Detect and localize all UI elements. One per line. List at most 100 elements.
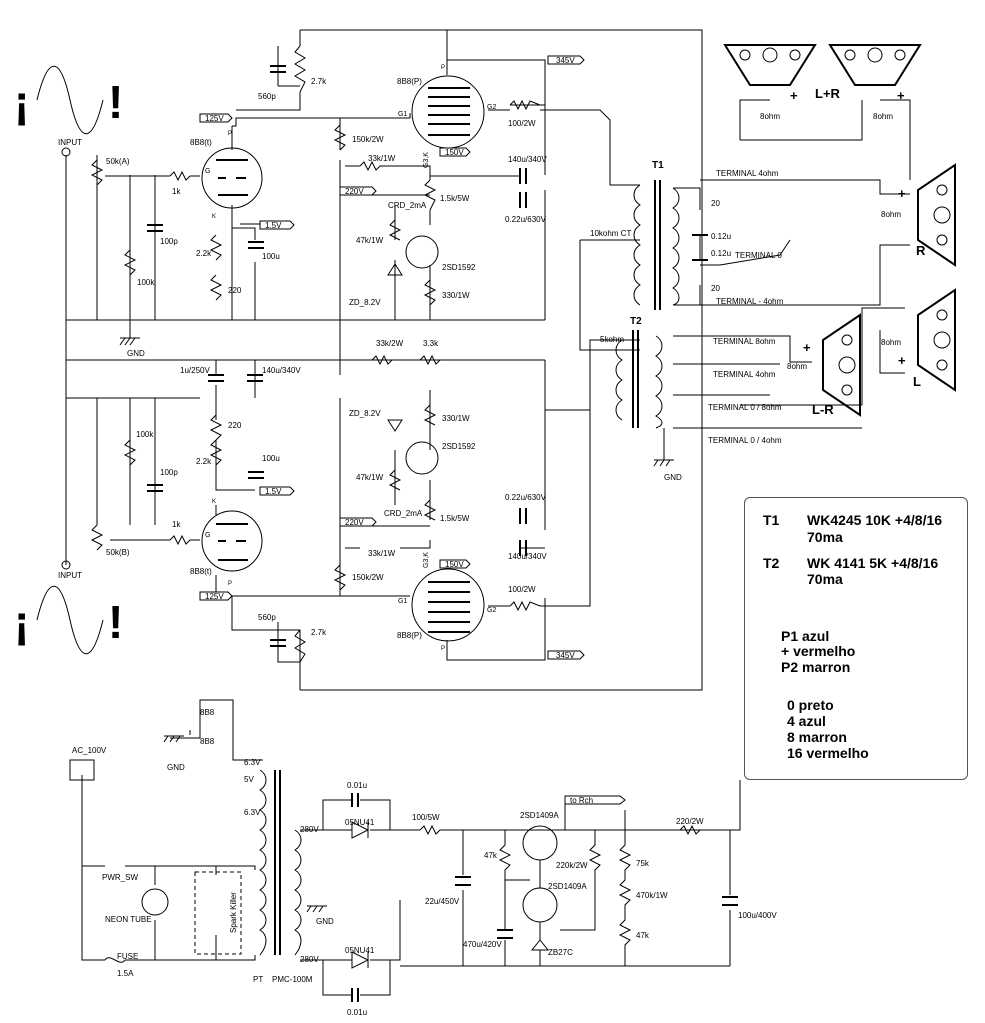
svg-text:150k/2W: 150k/2W bbox=[352, 135, 384, 144]
svg-text:5V: 5V bbox=[244, 775, 254, 784]
svg-text:2.7k: 2.7k bbox=[311, 77, 327, 86]
svg-text:TERMINAL 0: TERMINAL 0 bbox=[735, 251, 782, 260]
svg-text:TERMINAL 0 / 4ohm: TERMINAL 0 / 4ohm bbox=[708, 436, 782, 445]
legend-color-16: 16 vermelho bbox=[787, 745, 869, 761]
svg-text:T1: T1 bbox=[652, 160, 664, 171]
svg-text:TERMINAL - 4ohm: TERMINAL - 4ohm bbox=[716, 297, 784, 306]
v345-bottom: 345V bbox=[556, 651, 575, 660]
svg-text:47k: 47k bbox=[636, 931, 650, 940]
inverted-exclamation-bottom: ¡ bbox=[14, 596, 29, 648]
svg-text:47k/1W: 47k/1W bbox=[356, 236, 384, 245]
exclamation-top: ! bbox=[108, 76, 123, 128]
svg-text:75k: 75k bbox=[636, 859, 650, 868]
svg-text:G: G bbox=[205, 168, 210, 175]
svg-text:NEON TUBE: NEON TUBE bbox=[105, 915, 152, 924]
svg-text:ZD_8.2V: ZD_8.2V bbox=[349, 298, 381, 307]
svg-text:0.12u: 0.12u bbox=[711, 232, 731, 241]
legend-t1-ma: 70ma bbox=[807, 529, 843, 545]
svg-text:TERMINAL 4ohm: TERMINAL 4ohm bbox=[716, 169, 779, 178]
svg-text:1u/250V: 1u/250V bbox=[180, 366, 210, 375]
svg-text:INPUT: INPUT bbox=[58, 138, 82, 147]
svg-text:100k: 100k bbox=[136, 430, 154, 439]
svg-text:+: + bbox=[897, 88, 905, 103]
svg-text:CRD_2mA: CRD_2mA bbox=[388, 201, 427, 210]
svg-text:8ohm: 8ohm bbox=[881, 210, 901, 219]
svg-text:P: P bbox=[228, 131, 232, 137]
svg-text:2SD1592: 2SD1592 bbox=[442, 442, 476, 451]
svg-text:0.12u: 0.12u bbox=[711, 249, 731, 258]
svg-text:8B8(t): 8B8(t) bbox=[190, 138, 212, 147]
svg-text:140u/340V: 140u/340V bbox=[508, 155, 547, 164]
svg-text:1.5A: 1.5A bbox=[117, 969, 134, 978]
svg-text:L+R: L+R bbox=[815, 86, 841, 101]
svg-text:8B8: 8B8 bbox=[200, 708, 215, 717]
v220-top: 220V bbox=[345, 187, 364, 196]
top-channel-components: INPUT 50k(A) 1k 100p 100k GND 2.7k 560p … bbox=[58, 45, 547, 358]
svg-text:05NU41: 05NU41 bbox=[345, 946, 375, 955]
svg-text:Spark Killer: Spark Killer bbox=[229, 892, 238, 933]
transformer-t2: T2 5kohm TERMINAL 8ohm TERMINAL 4ohm TER… bbox=[600, 316, 782, 482]
svg-text:1.5k/5W: 1.5k/5W bbox=[440, 514, 470, 523]
svg-text:GND: GND bbox=[664, 473, 682, 482]
svg-text:1k: 1k bbox=[172, 520, 181, 529]
svg-text:330/1W: 330/1W bbox=[442, 291, 470, 300]
legend-color-8: 8 marron bbox=[787, 729, 847, 745]
svg-text:TERMINAL 8ohm: TERMINAL 8ohm bbox=[713, 337, 776, 346]
svg-text:R: R bbox=[916, 243, 926, 258]
svg-text:8B8: 8B8 bbox=[200, 737, 215, 746]
svg-text:05NU41: 05NU41 bbox=[345, 818, 375, 827]
svg-text:2SD1409A: 2SD1409A bbox=[520, 811, 559, 820]
transformer-legend: T1 WK4245 10K +4/8/16 70ma T2 WK 4141 5K… bbox=[744, 497, 968, 780]
svg-text:TERMINAL 4ohm: TERMINAL 4ohm bbox=[713, 370, 776, 379]
legend-t1-spec: WK4245 10K +4/8/16 bbox=[807, 512, 943, 528]
svg-text:+: + bbox=[803, 340, 811, 355]
svg-text:+: + bbox=[790, 88, 798, 103]
svg-text:P: P bbox=[441, 65, 445, 71]
svg-text:100p: 100p bbox=[160, 237, 178, 246]
svg-text:20: 20 bbox=[711, 199, 720, 208]
svg-text:100u: 100u bbox=[262, 454, 280, 463]
svg-text:GND: GND bbox=[316, 917, 334, 926]
svg-text:33k/1W: 33k/1W bbox=[368, 154, 396, 163]
svg-text:ZD_8.2V: ZD_8.2V bbox=[349, 409, 381, 418]
v345-top: 345V bbox=[556, 56, 575, 65]
svg-text:47k/1W: 47k/1W bbox=[356, 473, 384, 482]
svg-text:P: P bbox=[228, 581, 232, 587]
svg-text:PMC-100M: PMC-100M bbox=[272, 975, 313, 984]
svg-text:100/5W: 100/5W bbox=[412, 813, 440, 822]
legend-color-0: 0 preto bbox=[787, 697, 834, 713]
svg-text:PT: PT bbox=[253, 975, 263, 984]
sine-wave-top bbox=[36, 66, 104, 134]
svg-text:0.22u/630V: 0.22u/630V bbox=[505, 493, 547, 502]
svg-text:560p: 560p bbox=[258, 92, 276, 101]
svg-text:6.3V: 6.3V bbox=[244, 758, 261, 767]
svg-text:GND: GND bbox=[167, 763, 185, 772]
v220-bottom: 220V bbox=[345, 518, 364, 527]
svg-text:220k/2W: 220k/2W bbox=[556, 861, 588, 870]
svg-text:G3,K: G3,K bbox=[423, 152, 430, 168]
svg-text:ZB27C: ZB27C bbox=[548, 948, 573, 957]
sine-wave-bottom bbox=[36, 586, 104, 654]
svg-text:AC_100V: AC_100V bbox=[72, 746, 107, 755]
svg-text:8B8(t): 8B8(t) bbox=[190, 567, 212, 576]
svg-text:K: K bbox=[212, 499, 216, 505]
svg-text:2.7k: 2.7k bbox=[311, 628, 327, 637]
svg-text:2SD1592: 2SD1592 bbox=[442, 263, 476, 272]
svg-text:INPUT: INPUT bbox=[58, 571, 82, 580]
svg-text:L-R: L-R bbox=[812, 402, 834, 417]
svg-text:0.22u/630V: 0.22u/630V bbox=[505, 215, 547, 224]
svg-text:TERMINAL 0 / 8ohm: TERMINAL 0 / 8ohm bbox=[708, 403, 782, 412]
svg-text:FUSE: FUSE bbox=[117, 952, 138, 961]
svg-text:to Rch: to Rch bbox=[570, 796, 593, 805]
svg-text:100u: 100u bbox=[262, 252, 280, 261]
driver-tube-top: 8B8(t) P G K bbox=[190, 131, 263, 220]
legend-t2-spec: WK 4141 5K +4/8/16 bbox=[807, 555, 939, 571]
svg-text:K: K bbox=[212, 214, 216, 220]
svg-text:560p: 560p bbox=[258, 613, 276, 622]
svg-text:G: G bbox=[205, 532, 210, 539]
svg-text:50k(B): 50k(B) bbox=[106, 548, 130, 557]
svg-text:6.3V: 6.3V bbox=[244, 808, 261, 817]
svg-text:G3,K: G3,K bbox=[423, 552, 430, 568]
svg-text:140u/340V: 140u/340V bbox=[508, 552, 547, 561]
